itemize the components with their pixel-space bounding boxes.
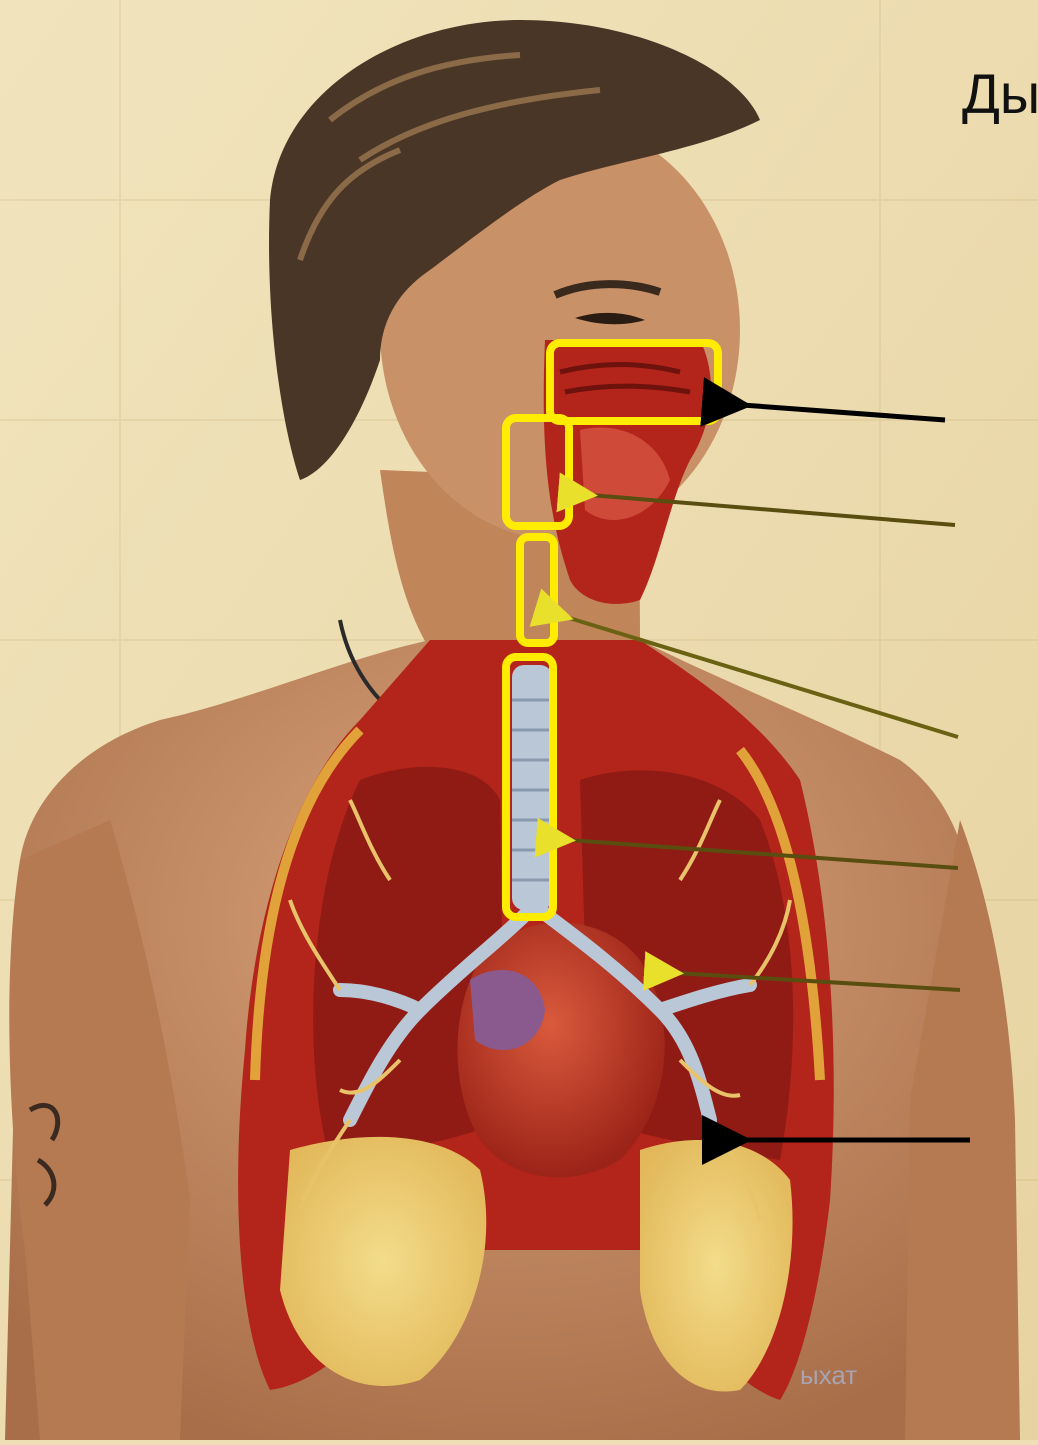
slide-caption: ыхат xyxy=(800,1362,857,1388)
trachea-tube xyxy=(512,665,552,910)
slide-title: Ды xyxy=(962,66,1038,122)
heart xyxy=(458,923,665,1178)
